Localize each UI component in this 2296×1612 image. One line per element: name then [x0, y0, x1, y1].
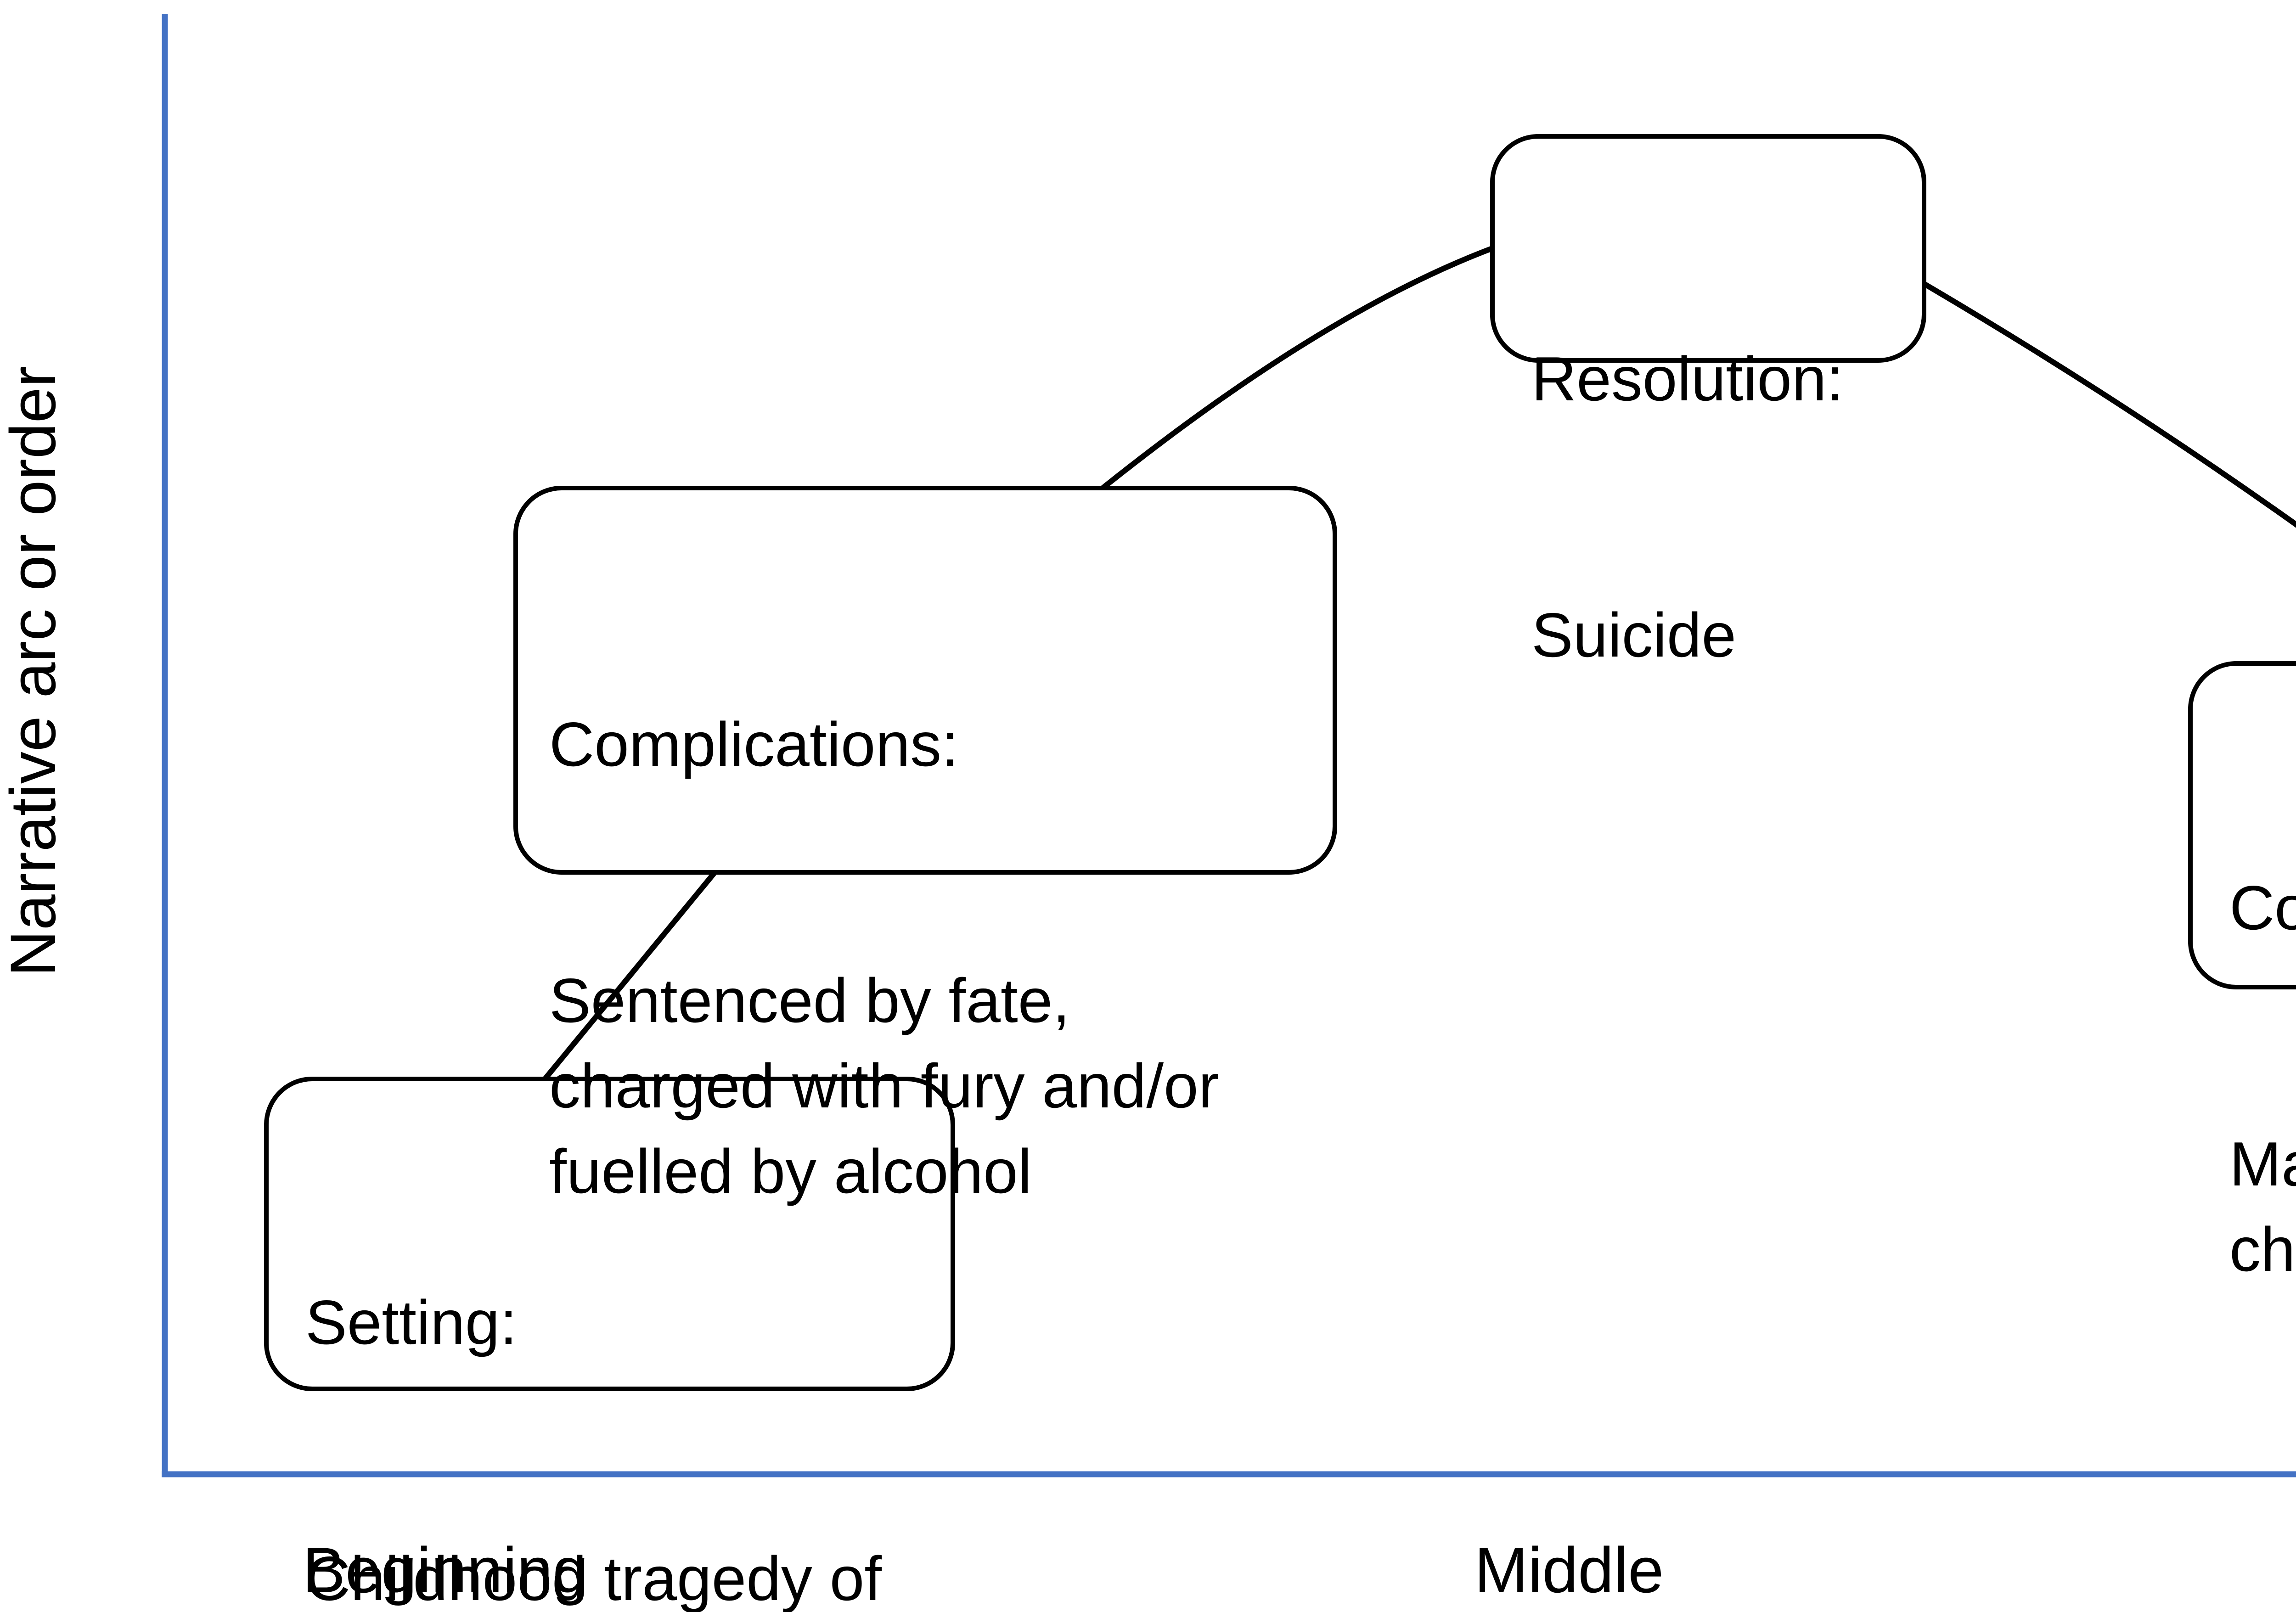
connector-resolution-to-coda [1922, 281, 2296, 528]
node-setting-label: Setting: [305, 1287, 518, 1357]
node-complications-label: Complications: [549, 709, 959, 779]
node-resolution: Resolution: Suicide [1490, 134, 1926, 670]
node-resolution-text: Suicide [1531, 600, 1737, 670]
node-coda: Coda: Making sense out of chaos and trag… [2188, 661, 2296, 1284]
node-complications: Complications: Sentenced by fate, charge… [513, 486, 1337, 1206]
node-coda-label: Coda: [2229, 873, 2296, 943]
node-setting: Setting: Childhood tragedy of abuse and/… [264, 1077, 955, 1612]
node-resolution-label: Resolution: [1531, 344, 1844, 414]
connector-complications-to-resolution [1100, 245, 1495, 491]
node-coda-text: Making sense out of chaos and tragedy [2229, 1129, 2296, 1284]
node-complications-text: Sentenced by fate, charged with fury and… [549, 966, 1220, 1206]
y-axis-label: Narrative arc or order [0, 365, 69, 977]
connector-setting-to-complications [542, 869, 719, 1082]
x-axis-label-beginning: Beginning [302, 1534, 589, 1606]
node-setting-text: Childhood tragedy of abuse and/or trauma [305, 1544, 882, 1612]
x-axis-label-middle: Middle [1474, 1534, 1664, 1606]
